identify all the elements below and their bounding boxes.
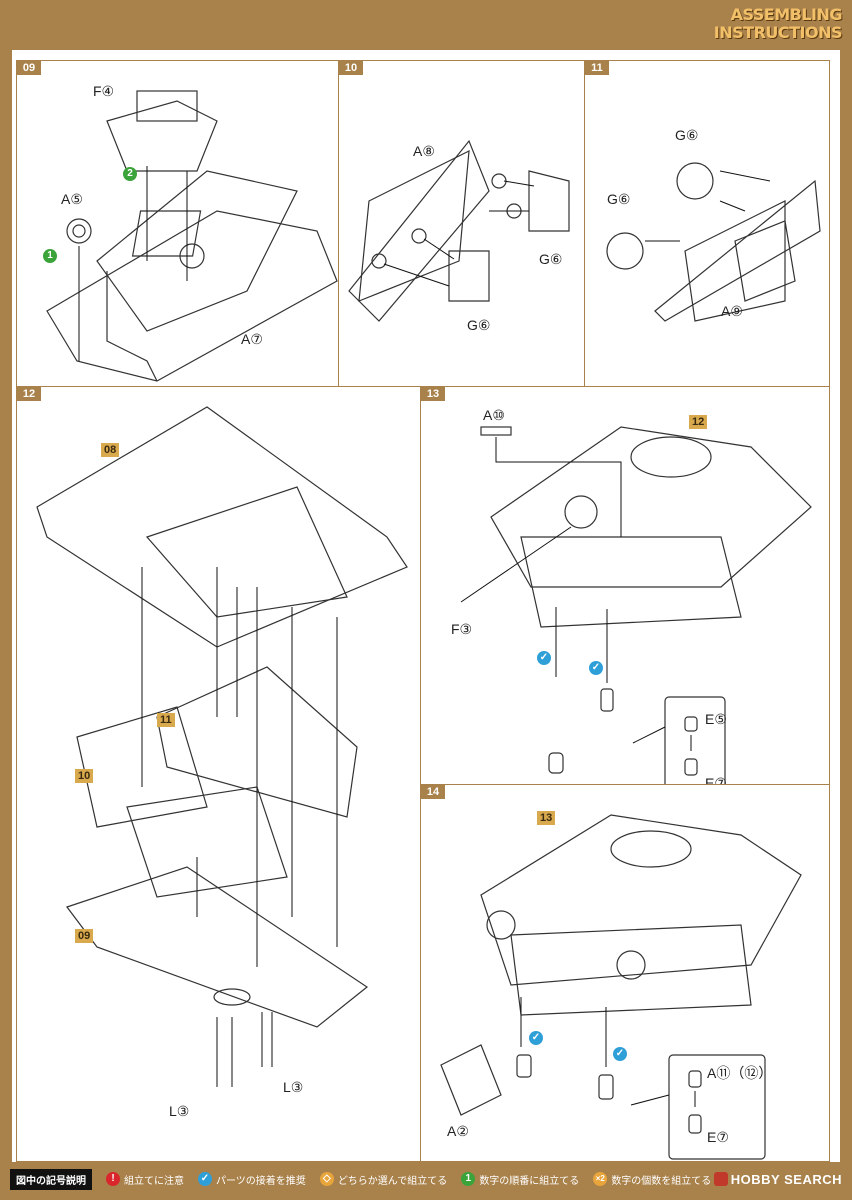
part-label-e5: E⑤: [705, 711, 727, 727]
hobby-search-logo-icon: [713, 1172, 728, 1186]
hobby-search-watermark: HOBBY SEARCH: [713, 1172, 842, 1187]
step-13-panel: 13 12 ✓: [420, 386, 830, 786]
instruction-sheet: 09 2 1 F④ A⑤ A⑦ 10: [12, 50, 840, 1162]
ref-step-11: 11: [157, 713, 175, 727]
assembling-instructions-title: ASSEMBLING INSTRUCTIONS: [713, 5, 843, 42]
part-label-f4: F④: [93, 83, 115, 99]
quantity-icon: ×2: [593, 1172, 608, 1186]
part-label-g6-upper: G⑥: [539, 251, 563, 267]
step-10-panel: 10 A⑧ G⑥ G⑥: [338, 60, 586, 388]
part-label-l3-left: L③: [169, 1103, 190, 1119]
part-label-g6-lower: G⑥: [467, 317, 491, 333]
legend-item-choose: ◇ どちらか選んで組立てる: [319, 1172, 448, 1187]
step-14-panel: 14 13 ✓ ✓ A② A⑪（: [420, 784, 830, 1162]
part-label-e7: E⑦: [705, 775, 727, 786]
ref-step-10: 10: [75, 769, 94, 783]
part-label-g6-lower: G⑥: [607, 191, 631, 207]
glue-icon: ✓: [198, 1172, 212, 1186]
step-10-illustration: [348, 139, 570, 322]
legend-title: 図中の記号説明: [10, 1168, 92, 1190]
footer-band: [0, 1162, 852, 1200]
symbol-legend: 図中の記号説明 ! 組立てに注意 ✓ パーツの接着を推奨 ◇ どちらか選んで組立…: [10, 1168, 711, 1190]
legend-item-glue: ✓ パーツの接着を推奨: [198, 1172, 306, 1187]
step-number: 10: [339, 61, 363, 75]
legend-text: 数字の順番に組立てる: [479, 1175, 580, 1187]
step-number: 14: [421, 785, 445, 799]
step-11-illustration: [606, 162, 821, 322]
ref-step-12: 12: [689, 415, 708, 429]
step-11-panel: 11 G⑥ G⑥ A⑨: [584, 60, 830, 388]
step-12-panel: 12: [16, 386, 422, 1162]
part-label-a11-12: A⑪（⑫）: [707, 1065, 773, 1081]
legend-item-order: 1 数字の順番に組立てる: [461, 1172, 579, 1187]
glue-recommended-icon: ✓: [529, 1031, 543, 1045]
glue-recommended-icon: ✓: [537, 651, 551, 665]
ref-step-09: 09: [75, 929, 94, 943]
ref-step-13: 13: [537, 811, 556, 825]
step-09-panel: 09 2 1 F④ A⑤ A⑦: [16, 60, 340, 388]
step-09-illustration: [46, 90, 338, 382]
choose-one-icon: ◇: [319, 1172, 334, 1186]
part-label-a7: A⑦: [241, 331, 263, 347]
legend-text: どちらか選んで組立てる: [337, 1175, 448, 1187]
legend-text: 数字の個数を組立てる: [611, 1175, 712, 1187]
step-13-illustration: [460, 426, 812, 785]
legend-item-caution: ! 組立てに注意: [106, 1172, 184, 1187]
header-band: [0, 0, 852, 50]
legend-text: 組立てに注意: [124, 1175, 184, 1187]
step-number: 12: [17, 387, 41, 401]
part-label-l3-right: L③: [283, 1079, 304, 1095]
part-label-a8: A⑧: [413, 143, 435, 159]
watermark-text: HOBBY SEARCH: [730, 1172, 842, 1187]
ref-step-08: 08: [101, 443, 120, 457]
part-label-a10: A⑩: [483, 407, 505, 423]
step-number: 09: [17, 61, 41, 75]
step-12-illustration: [36, 406, 408, 1087]
caution-icon: !: [106, 1172, 120, 1186]
part-label-a2: A②: [447, 1123, 469, 1139]
order-mark-1-icon: 1: [43, 249, 57, 263]
step-14-illustration: [440, 814, 802, 1160]
order-mark-2-icon: 2: [123, 167, 137, 181]
title-line-2: INSTRUCTIONS: [713, 23, 843, 42]
part-label-a5: A⑤: [61, 191, 83, 207]
step-number: 11: [585, 61, 609, 75]
glue-recommended-icon: ✓: [613, 1047, 627, 1061]
title-line-1: ASSEMBLING: [730, 5, 843, 24]
glue-recommended-icon: ✓: [589, 661, 603, 675]
part-label-f3: F③: [451, 621, 473, 637]
step-number: 13: [421, 387, 445, 401]
part-label-a9: A⑨: [721, 303, 743, 319]
part-label-g6-upper: G⑥: [675, 127, 699, 143]
legend-item-quantity: ×2 数字の個数を組立てる: [593, 1172, 711, 1187]
legend-text: パーツの接着を推奨: [216, 1175, 306, 1187]
order-number-icon: 1: [461, 1172, 476, 1186]
part-label-e7: E⑦: [707, 1129, 729, 1145]
